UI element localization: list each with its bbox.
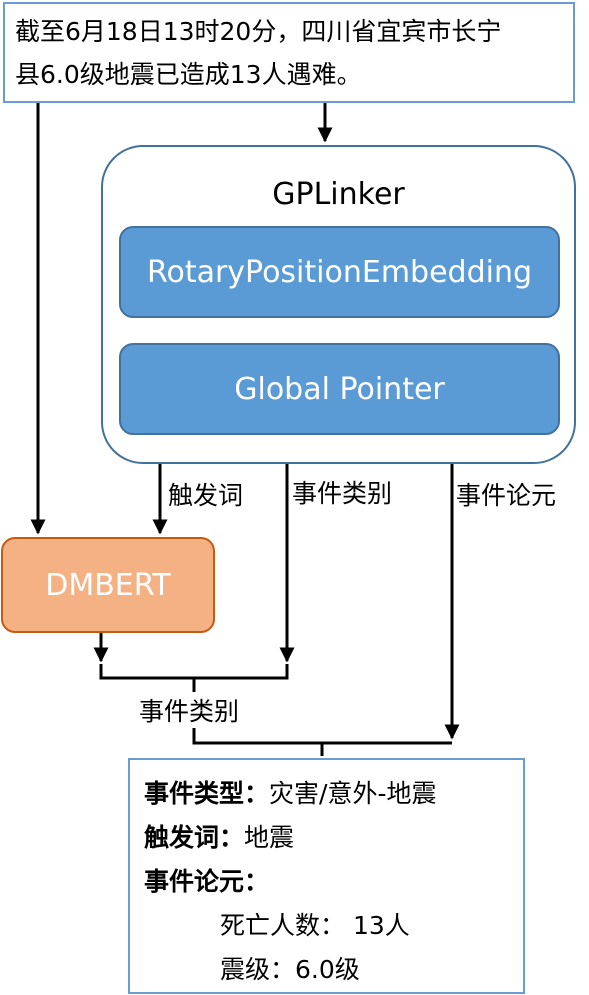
- output-arg-death-toll-row: 死亡人数： 13人: [144, 904, 523, 948]
- output-args-key: 事件论元：: [144, 867, 270, 896]
- input-line-2: 县6.0级地震已造成13人遇难。: [15, 60, 362, 89]
- merge-brace-event-type: [99, 664, 289, 680]
- output-arg-magnitude-row: 震级：6.0级: [144, 948, 523, 992]
- output-trigger-key: 触发词：: [144, 823, 245, 852]
- input-line-1: 截至6月18日13时20分，四川省宜宾市长宁: [15, 17, 502, 46]
- output-arg-death-toll-key: 死亡人数：: [220, 911, 346, 940]
- gplinker-module: GPLinker RotaryPositionEmbedding Global …: [101, 145, 576, 464]
- output-event-type-value: 灾害/意外-地震: [269, 779, 437, 808]
- dmbert-module: DMBERT: [1, 537, 215, 633]
- gplinker-title: GPLinker: [272, 177, 405, 212]
- edge-label-event-args: 事件论元: [456, 481, 557, 510]
- output-args-row: 事件论元：: [144, 860, 523, 904]
- output-arg-death-toll-value: 13人: [352, 911, 410, 940]
- dmbert-label: DMBERT: [45, 567, 171, 603]
- edge-label-event-type: 事件类别: [292, 479, 393, 508]
- output-event-type-row: 事件类型：灾害/意外-地震: [144, 772, 523, 816]
- output-trigger-row: 触发词：地震: [144, 816, 523, 860]
- input-sentence-box: 截至6月18日13时20分，四川省宜宾市长宁 县6.0级地震已造成13人遇难。: [3, 2, 575, 103]
- output-event-type-key: 事件类型：: [144, 779, 270, 808]
- output-arg-magnitude-key: 震级：: [220, 955, 296, 984]
- output-result-box: 事件类型：灾害/意外-地震 触发词：地震 事件论元： 死亡人数： 13人 震级：…: [128, 758, 525, 994]
- merge-brace-output: [192, 728, 452, 745]
- edge-label-event-type-merged: 事件类别: [139, 697, 240, 726]
- output-trigger-value: 地震: [244, 823, 295, 852]
- output-arg-magnitude-value: 6.0级: [295, 955, 360, 984]
- rotary-position-embedding-block: RotaryPositionEmbedding: [119, 226, 560, 318]
- global-pointer-block: Global Pointer: [119, 343, 560, 435]
- edge-label-trigger: 触发词: [168, 481, 244, 510]
